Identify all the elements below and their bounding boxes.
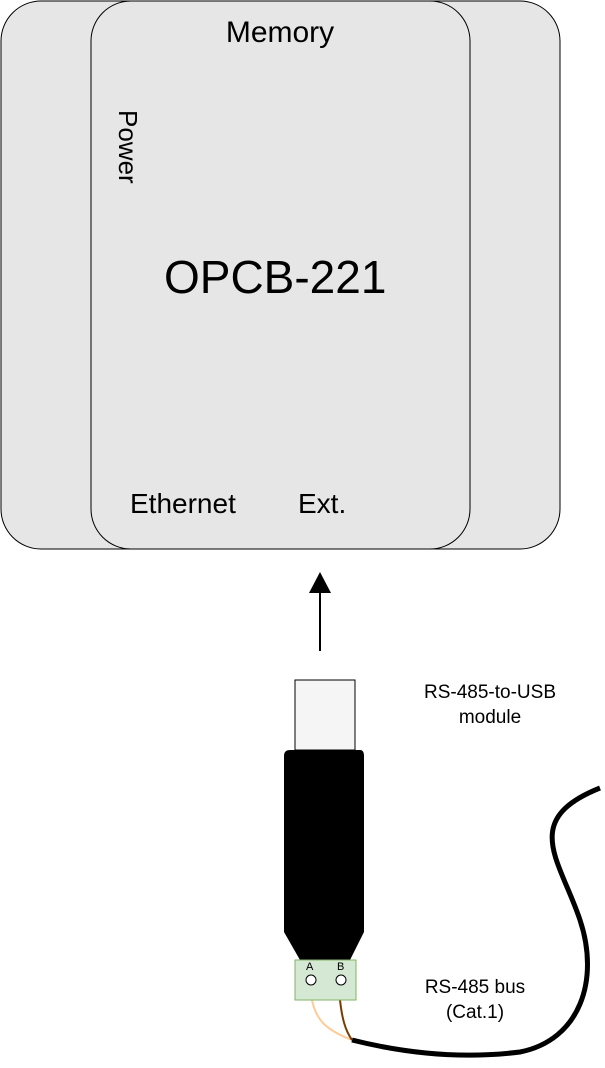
terminal-a-label: A xyxy=(306,961,314,973)
wire-a xyxy=(311,999,353,1041)
module-label-line2: module xyxy=(458,707,522,728)
terminal-a-screw xyxy=(305,974,317,986)
bus-label-line1: RS-485 bus xyxy=(424,977,526,998)
memory-label: Memory xyxy=(225,16,335,49)
power-label: Power xyxy=(113,110,143,184)
module-label-line1: RS-485-to-USB xyxy=(424,682,556,703)
bus-label-line2: (Cat.1) xyxy=(445,1002,505,1023)
device-front-panel xyxy=(90,0,471,550)
usb-module-body xyxy=(284,750,364,960)
connection-arrow-head xyxy=(309,572,331,593)
terminal-b-screw xyxy=(335,974,347,986)
rs485-cable xyxy=(351,785,601,1058)
usb-plug-connector xyxy=(294,679,356,751)
terminal-block xyxy=(294,959,357,1001)
terminal-b-label: B xyxy=(337,961,345,973)
device-name: OPCB-221 xyxy=(164,251,387,303)
ext-port-label: Ext. xyxy=(298,488,347,519)
module-label: RS-485-to-USB module xyxy=(410,680,570,730)
bus-label: RS-485 bus (Cat.1) xyxy=(400,975,550,1025)
wire-b xyxy=(339,999,353,1041)
ethernet-port-label: Ethernet xyxy=(130,488,236,519)
